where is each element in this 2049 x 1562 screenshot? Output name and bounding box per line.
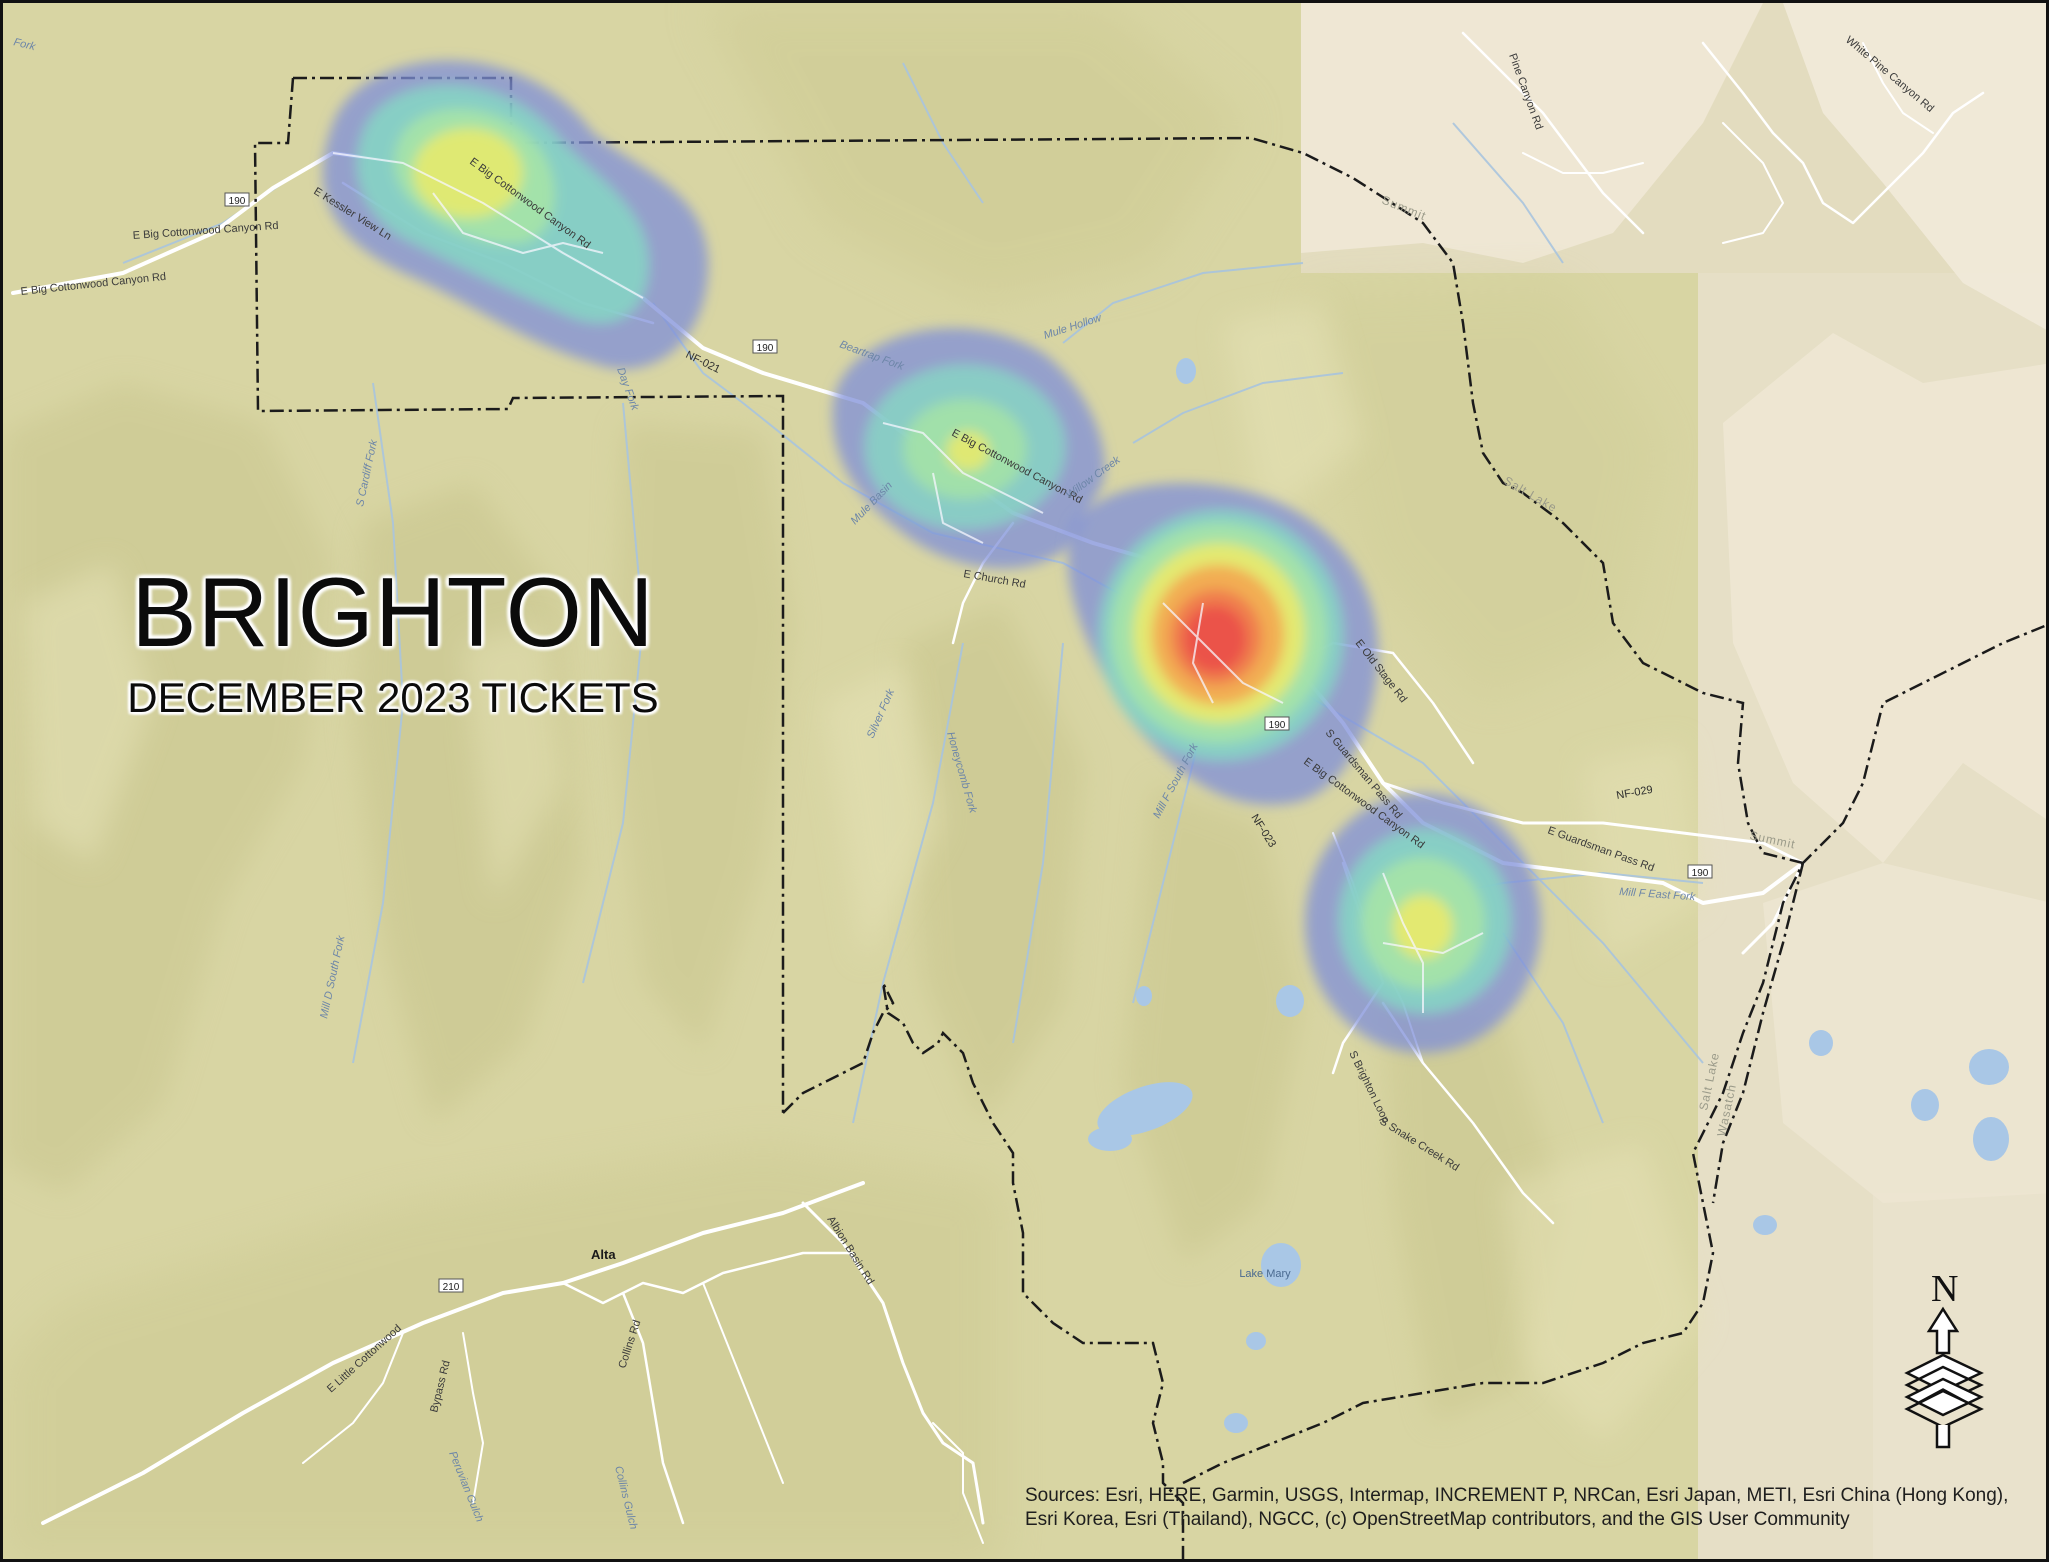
- map-title: BRIGHTON: [131, 557, 655, 667]
- route-shields: 190 190 190 190 210: [224, 192, 1713, 1293]
- place-labels: Alta Lake Mary: [591, 1247, 1291, 1280]
- svg-text:190: 190: [229, 196, 246, 207]
- north-label: N: [1931, 1268, 1958, 1310]
- attribution-text: Sources: Esri, HERE, Garmin, USGS, Inter…: [1025, 1485, 2009, 1530]
- svg-text:190: 190: [1692, 868, 1709, 879]
- heatmap-brighton-cluster: [1305, 793, 1541, 1053]
- route-shield: 190: [1264, 716, 1290, 731]
- heatmap-middle-cluster: [832, 328, 1105, 569]
- svg-text:190: 190: [757, 343, 774, 354]
- route-shield: 190: [1687, 864, 1713, 879]
- ticket-heatmap: [322, 60, 1541, 1053]
- route-shield: 210: [438, 1278, 464, 1293]
- north-arrow-icon: N: [1904, 1268, 1984, 1449]
- roads-over-heat: [332, 152, 1484, 1013]
- heatmap-upper-west-cluster: [322, 60, 709, 369]
- lakes: [1088, 358, 2009, 1433]
- route-shield: 190: [752, 339, 778, 354]
- basemap[interactable]: 190 190 190 190 210 E Big Cottonwood Can…: [3, 3, 2049, 1562]
- terrain-shading: [3, 3, 2046, 1559]
- heatmap-main-cluster: [1067, 483, 1379, 805]
- district-boundary: [253, 76, 2046, 1559]
- stream-label: Mill F East Fork: [1619, 886, 1696, 903]
- svg-text:210: 210: [443, 1282, 460, 1293]
- route-shield: 190: [224, 192, 250, 207]
- place-lake-mary: Lake Mary: [1239, 1268, 1291, 1280]
- title-block: BRIGHTON DECEMBER 2023 TICKETS: [3, 563, 783, 721]
- stream-label: Fork: [12, 36, 37, 53]
- map-subtitle: DECEMBER 2023 TICKETS: [127, 674, 659, 721]
- svg-text:190: 190: [1269, 720, 1286, 731]
- place-alta: Alta: [591, 1247, 616, 1262]
